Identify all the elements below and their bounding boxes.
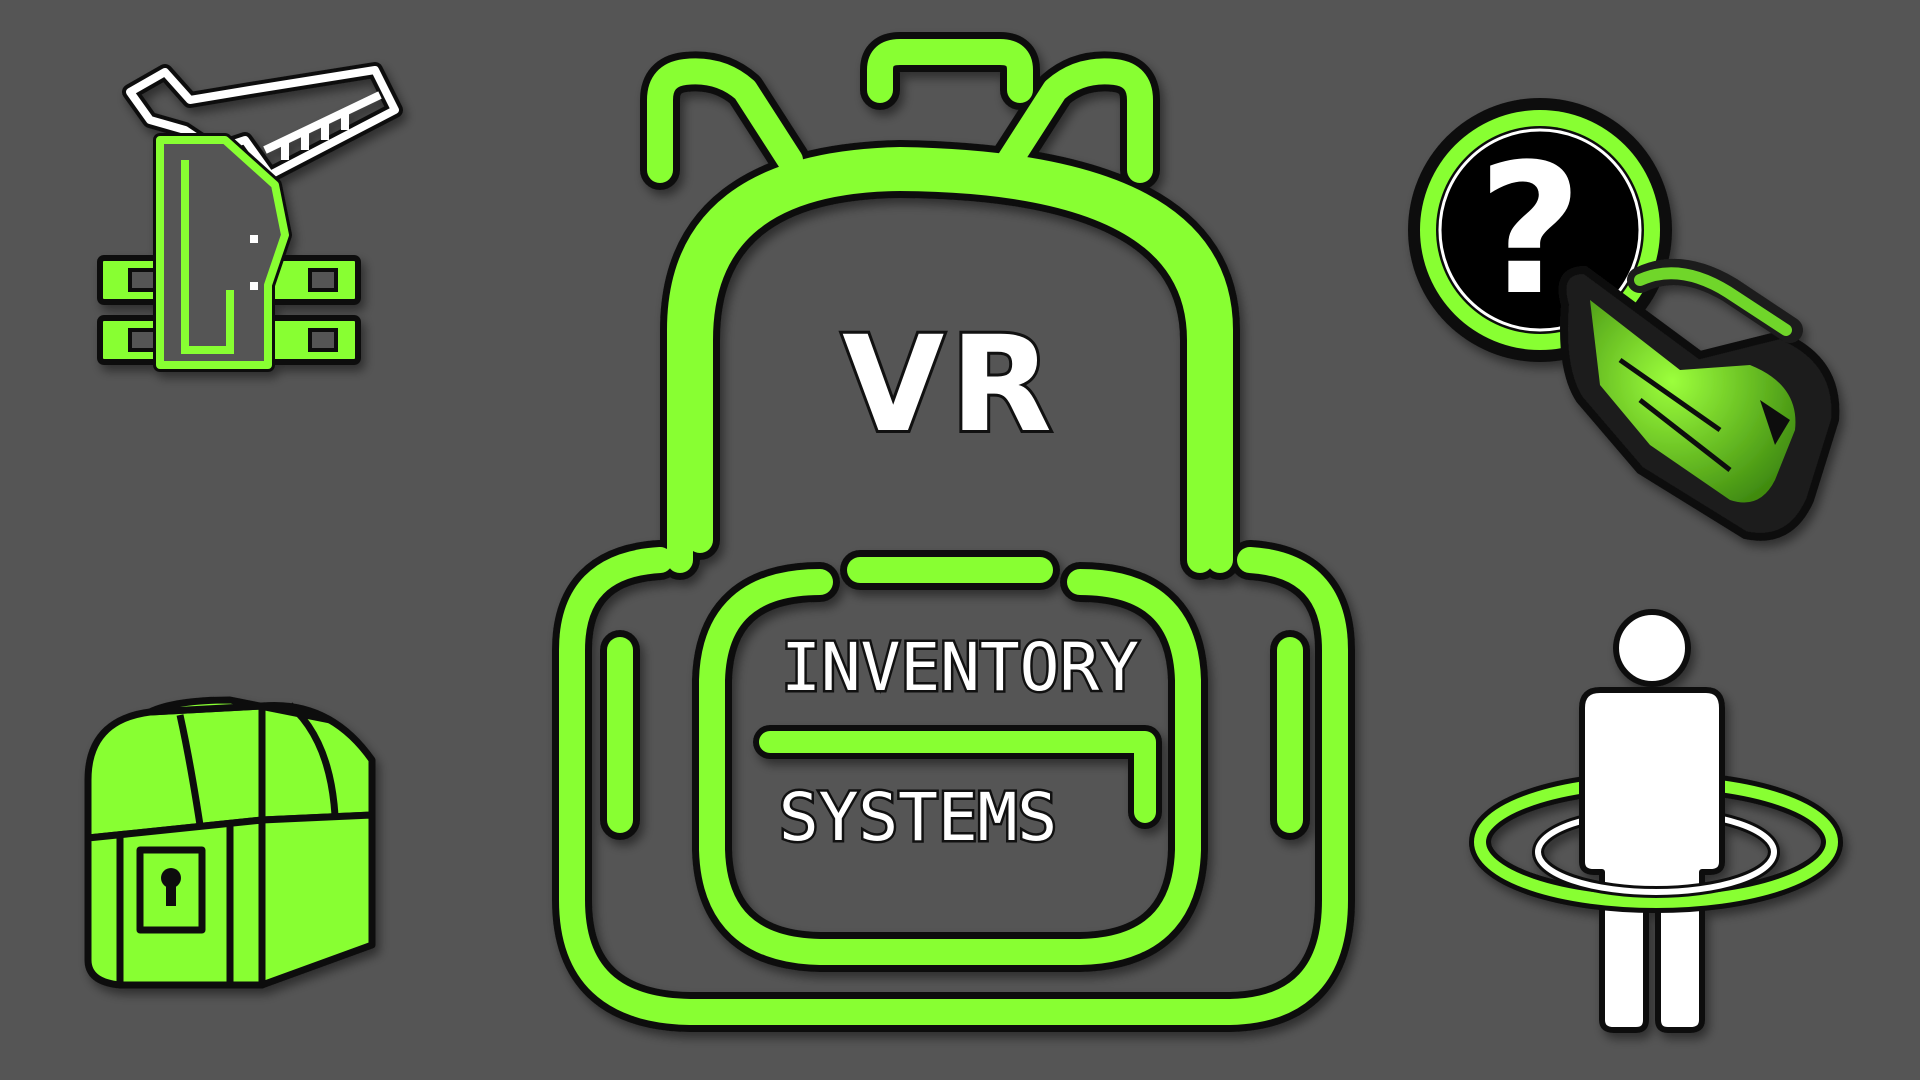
question-button-hand-icon: ? [1408,98,1840,541]
title-systems: SYSTEMS [779,779,1057,856]
treasure-chest-icon [84,696,376,989]
glove-icon [1558,259,1840,541]
title-vr: VR [842,308,1058,462]
backpack-icon [552,32,1355,1032]
holster-pistol-icon [97,62,403,372]
title-inventory: INVENTORY [781,629,1139,706]
person-ring-icon [1469,609,1843,1033]
title-group: VR INVENTORY SYSTEMS [776,305,1141,859]
